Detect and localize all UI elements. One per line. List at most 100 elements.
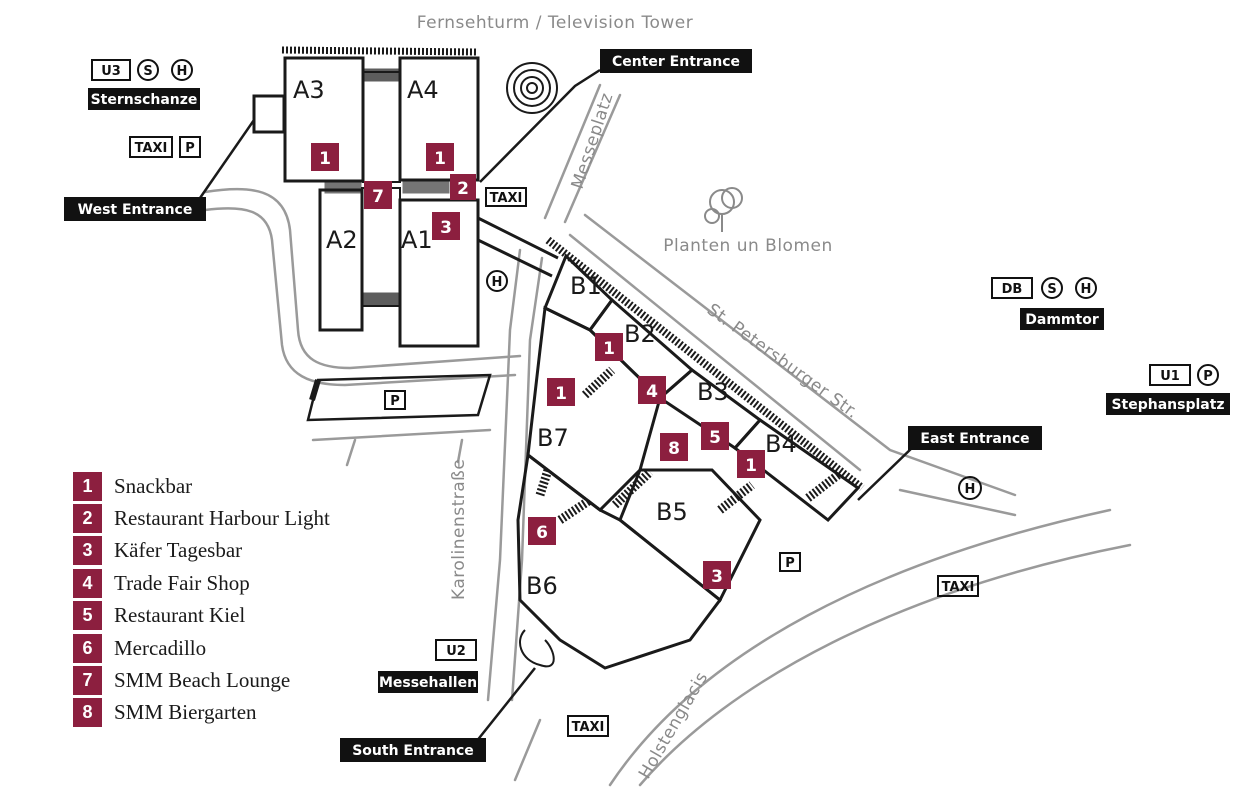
- legend-item[interactable]: 3 Käfer Tagesbar: [73, 535, 330, 567]
- svg-text:7: 7: [372, 187, 384, 207]
- map-badge[interactable]: 7: [364, 181, 392, 209]
- svg-text:TAXI: TAXI: [942, 580, 975, 595]
- transit-signs: U3 S H Sternschanze DB S H Dammtor U1 P: [88, 59, 1230, 693]
- svg-text:West Entrance: West Entrance: [78, 202, 193, 218]
- roads: [203, 83, 1132, 787]
- legend-item[interactable]: 7 SMM Beach Lounge: [73, 664, 330, 696]
- parking-sign: P: [179, 136, 201, 158]
- legend-number: 7: [73, 666, 102, 696]
- messehallen-station[interactable]: U2 Messehallen: [378, 639, 478, 693]
- tv-tower-icon: [506, 62, 558, 114]
- legend-number: 4: [73, 568, 102, 598]
- map-badge[interactable]: 6: [528, 517, 556, 545]
- map-badge[interactable]: 3: [432, 212, 460, 240]
- taxi-sign: TAXI: [937, 575, 979, 597]
- dammtor-station[interactable]: DB S H Dammtor: [991, 277, 1104, 330]
- svg-text:East Entrance: East Entrance: [920, 431, 1029, 447]
- svg-text:4: 4: [646, 382, 658, 402]
- legend-label: Mercadillo: [114, 635, 207, 660]
- parking-lot: [306, 373, 492, 422]
- east-entrance-label[interactable]: East Entrance: [908, 426, 1042, 450]
- hall-b1-label: B1: [570, 272, 602, 300]
- legend-number: 6: [73, 633, 102, 663]
- hall-a4-label: A4: [407, 76, 439, 104]
- hall-b2-label: B2: [624, 320, 656, 348]
- legend-number: 5: [73, 601, 102, 631]
- svg-text:P: P: [390, 394, 400, 409]
- hall-b7-label: B7: [537, 424, 569, 452]
- map-badge[interactable]: 1: [426, 143, 454, 171]
- hall-b5-label: B5: [656, 498, 688, 526]
- map-badge[interactable]: 5: [701, 422, 729, 450]
- map-badge[interactable]: 1: [311, 143, 339, 171]
- map-badge[interactable]: 8: [660, 433, 688, 461]
- svg-text:2: 2: [457, 179, 469, 199]
- west-entrance-label[interactable]: West Entrance: [64, 197, 206, 221]
- hall-a3-label: A3: [293, 76, 325, 104]
- map-badge[interactable]: 3: [703, 561, 731, 589]
- svg-text:1: 1: [434, 149, 446, 169]
- svg-text:5: 5: [709, 428, 721, 448]
- svg-text:H: H: [177, 64, 188, 79]
- legend-number: 8: [73, 698, 102, 728]
- svg-text:TAXI: TAXI: [572, 720, 605, 735]
- legend-label: Restaurant Kiel: [114, 603, 246, 628]
- legend-label: Käfer Tagesbar: [114, 538, 243, 563]
- svg-text:1: 1: [745, 456, 757, 476]
- svg-text:6: 6: [536, 523, 548, 543]
- stephansplatz-station[interactable]: U1 P Stephansplatz: [1106, 364, 1230, 415]
- legend-label: SMM Beach Lounge: [114, 668, 291, 693]
- legend-label: Restaurant Harbour Light: [114, 506, 330, 531]
- hall-b3-label: B3: [697, 378, 729, 406]
- map-badge[interactable]: 4: [638, 376, 666, 404]
- svg-text:8: 8: [668, 439, 680, 459]
- svg-text:S: S: [1047, 282, 1056, 297]
- svg-text:H: H: [965, 482, 976, 497]
- svg-text:H: H: [492, 275, 503, 290]
- svg-text:Messehallen: Messehallen: [379, 675, 477, 691]
- hall-labels: A3 A4 A2 A1 B1 B2 B3 B4 B7 B5 B6: [293, 76, 797, 600]
- legend-item[interactable]: 2 Restaurant Harbour Light: [73, 502, 330, 534]
- south-entrance-label[interactable]: South Entrance: [340, 738, 486, 762]
- map-badge[interactable]: 1: [547, 378, 575, 406]
- a-halls: [252, 46, 559, 348]
- svg-text:Stephansplatz: Stephansplatz: [1111, 397, 1224, 413]
- hall-b4-label: B4: [765, 430, 797, 458]
- map-badge[interactable]: 1: [595, 333, 623, 361]
- legend-item[interactable]: 5 Restaurant Kiel: [73, 600, 330, 632]
- legend-label: Trade Fair Shop: [114, 570, 250, 595]
- map-badge[interactable]: 2: [450, 174, 476, 200]
- legend-number: 2: [73, 504, 102, 534]
- hall-b6-label: B6: [526, 572, 558, 600]
- svg-text:Dammtor: Dammtor: [1025, 312, 1099, 328]
- legend-label: Snackbar: [114, 473, 193, 498]
- taxi-sign: TAXI: [129, 136, 173, 158]
- park-label: Planten un Blomen: [663, 236, 833, 256]
- svg-text:DB: DB: [1002, 282, 1023, 297]
- legend-item[interactable]: 4 Trade Fair Shop: [73, 567, 330, 599]
- svg-text:P: P: [785, 556, 795, 571]
- bus-stop-sign: H: [486, 270, 508, 292]
- map-badges: 1 1 7 2 3 1 1 4 8 5 1 6 3: [311, 143, 765, 589]
- svg-text:1: 1: [603, 339, 615, 359]
- service-signs: TAXI P TAXI H P H P TAXI: [129, 136, 982, 737]
- sternschanze-station[interactable]: U3 S H Sternschanze: [88, 59, 200, 110]
- legend-number: 1: [73, 471, 102, 501]
- tree-icon: [704, 187, 743, 232]
- legend-number: 3: [73, 536, 102, 566]
- legend-item[interactable]: 1 Snackbar: [73, 470, 330, 502]
- svg-text:U1: U1: [1160, 369, 1180, 384]
- svg-text:Center Entrance: Center Entrance: [612, 54, 740, 70]
- legend-item[interactable]: 8 SMM Biergarten: [73, 697, 330, 729]
- svg-text:3: 3: [440, 218, 452, 238]
- svg-text:H: H: [1081, 282, 1092, 297]
- bus-stop-sign: H: [958, 476, 982, 500]
- center-entrance-label[interactable]: Center Entrance: [600, 49, 752, 73]
- svg-text:P: P: [1203, 369, 1213, 384]
- map-badge[interactable]: 1: [737, 450, 765, 478]
- svg-text:P: P: [185, 141, 195, 156]
- legend-item[interactable]: 6 Mercadillo: [73, 632, 330, 664]
- taxi-sign: TAXI: [567, 715, 609, 737]
- svg-text:S: S: [143, 64, 152, 79]
